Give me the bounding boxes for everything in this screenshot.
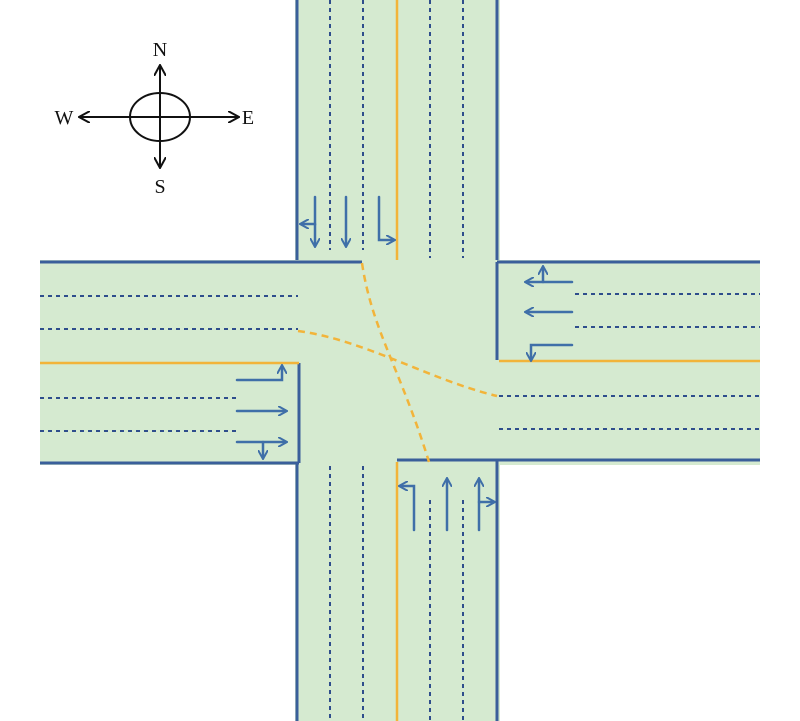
compass-south-label: S [154, 176, 165, 198]
lane-dividers [40, 0, 760, 721]
intersection-box [295, 260, 500, 465]
north-left-turn-arrow [377, 195, 394, 240]
compass-west-label: W [55, 107, 74, 129]
turn-paths [297, 262, 498, 463]
compass-east-label: E [242, 107, 254, 129]
east-left-turn-arrow [531, 343, 574, 360]
east-road [497, 260, 760, 465]
lane-arrows [235, 195, 574, 532]
south-left-turn-arrow [400, 486, 416, 532]
west-left-turn-arrow [235, 366, 282, 382]
compass-rose: N S W E [55, 39, 255, 198]
road-edges [40, 0, 760, 721]
compass-north-label: N [153, 39, 167, 61]
center-lines [40, 0, 760, 721]
left-turn-path [297, 329, 498, 398]
